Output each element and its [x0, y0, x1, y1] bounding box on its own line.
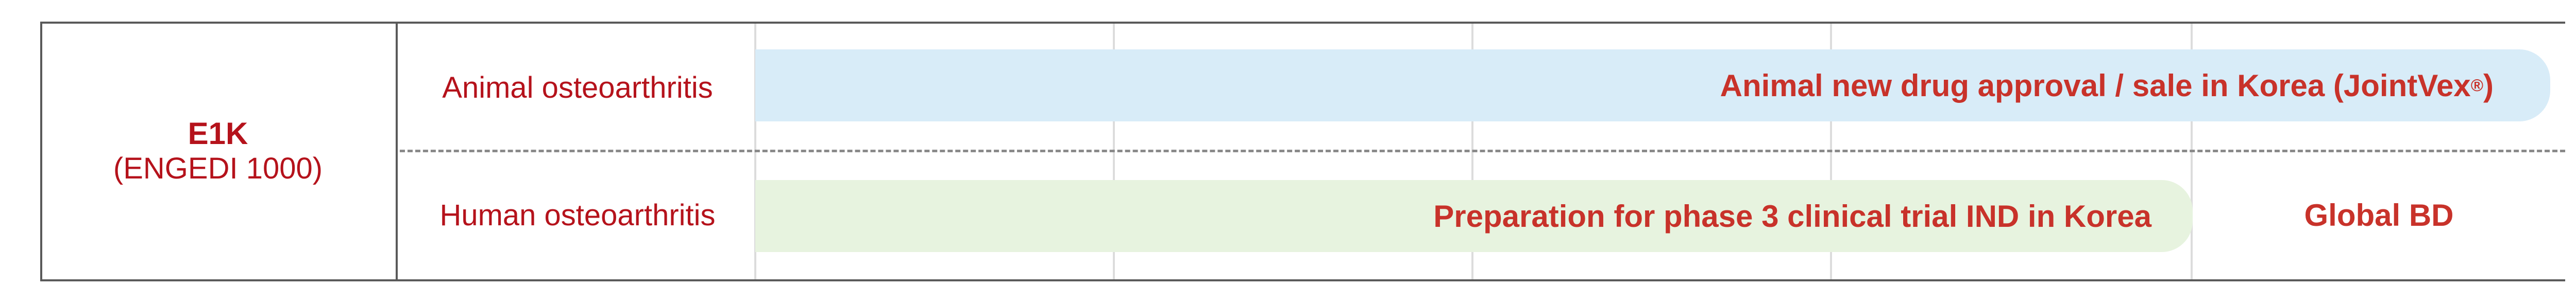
product-subname: (ENGEDI 1000)	[113, 151, 323, 185]
row-label-human: Human osteoarthritis	[439, 199, 716, 232]
product-name: E1K	[188, 116, 248, 151]
animal-approval-bar: Animal new drug approval / sale in Korea…	[755, 49, 2550, 121]
row-divider	[400, 150, 2565, 152]
animal-bar-close: )	[2483, 68, 2494, 103]
human-bar-text: Preparation for phase 3 clinical trial I…	[1433, 199, 2151, 234]
roadmap-table	[40, 22, 2565, 281]
product-cell: E1K (ENGEDI 1000)	[40, 22, 398, 281]
global-bd-label: Global BD	[2304, 198, 2454, 233]
row-label-animal: Animal osteoarthritis	[442, 70, 713, 104]
animal-bar-text: Animal new drug approval / sale in Korea…	[1720, 68, 2471, 103]
human-trial-bar: Preparation for phase 3 clinical trial I…	[755, 180, 2193, 252]
